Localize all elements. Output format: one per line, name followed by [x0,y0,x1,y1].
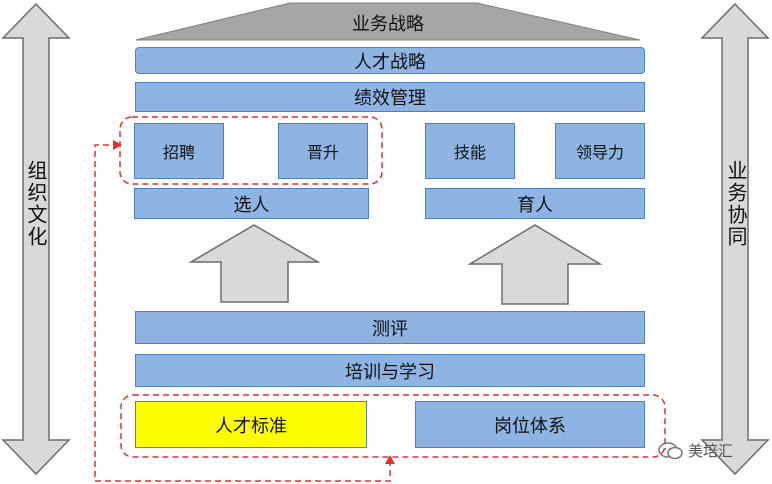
performance-block: 绩效管理 [135,82,645,112]
dashed-outline-foundation [120,394,666,458]
promote-block: 晋升 [278,123,368,179]
roof-shape [135,2,641,41]
leadership-block: 领导力 [555,123,645,179]
business-synergy-label: 业务协同 [724,160,748,248]
right-double-arrow [700,2,770,476]
roof-label: 业务战略 [352,14,424,35]
talent-standard-block: 人才标准 [135,401,367,448]
dashed-connector [94,144,391,482]
up-arrow-select [188,224,321,303]
recruit-block: 招聘 [134,123,224,179]
talent-strategy-block: 人才战略 [135,47,645,74]
connector-arrowhead-right [113,140,122,150]
skill-block: 技能 [425,123,515,179]
wechat-icon [658,441,683,459]
develop-people-block: 育人 [425,188,645,219]
watermark-logo: 美培汇 [658,440,733,461]
watermark-text: 美培汇 [688,442,734,460]
training-block: 培训与学习 [135,354,645,387]
connector-arrowhead-up [385,455,395,464]
select-people-block: 选人 [134,188,369,219]
org-culture-label: 组织文化 [24,160,48,248]
assessment-block: 测评 [135,311,645,344]
up-arrow-develop [467,224,603,305]
job-system-block: 岗位体系 [415,401,645,448]
left-double-arrow [1,2,71,476]
